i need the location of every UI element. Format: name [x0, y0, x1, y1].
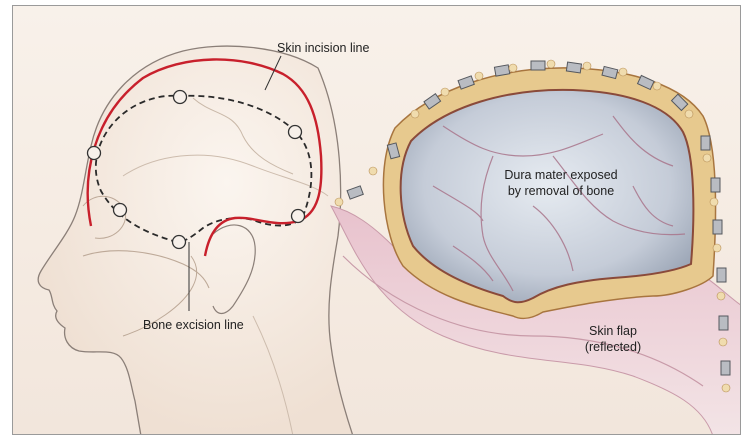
exposed-dura-view — [331, 60, 741, 435]
titanium-plate-icon — [347, 186, 363, 199]
craniotomy-illustration — [13, 6, 741, 435]
skin-incision-label: Skin incision line — [277, 41, 369, 57]
titanium-plate-icon — [711, 178, 720, 192]
skin-flap-label: Skin flap (reflected) — [568, 324, 658, 355]
titanium-plate-icon — [719, 316, 728, 330]
head-profile — [38, 46, 353, 435]
figure-frame: Skin incision line Bone excision line Du… — [12, 5, 741, 435]
titanium-plate-icon — [717, 268, 726, 282]
burr-hole-circle-icon — [88, 147, 101, 160]
bone-excision-label: Bone excision line — [143, 318, 244, 334]
titanium-plate-icon — [701, 136, 710, 150]
titanium-plate-icon — [494, 65, 509, 76]
dura-mater-label-line2: by removal of bone — [491, 184, 631, 200]
burr-hole-circle-icon — [173, 236, 186, 249]
titanium-plate-icon — [713, 220, 722, 234]
dura-mater-label: Dura mater exposed by removal of bone — [491, 168, 631, 199]
burr-hole-circle-icon — [289, 126, 302, 139]
skin-flap-label-line2: (reflected) — [568, 340, 658, 356]
head-outline — [38, 46, 353, 435]
titanium-plate-icon — [721, 361, 730, 375]
burr-hole-circle-icon — [174, 91, 187, 104]
dura-mater-label-line1: Dura mater exposed — [491, 168, 631, 184]
burr-hole-circle-icon — [114, 204, 127, 217]
titanium-plate-icon — [531, 61, 545, 70]
burr-hole-circle-icon — [292, 210, 305, 223]
skin-flap-label-line1: Skin flap — [568, 324, 658, 340]
titanium-plate-icon — [566, 62, 581, 73]
